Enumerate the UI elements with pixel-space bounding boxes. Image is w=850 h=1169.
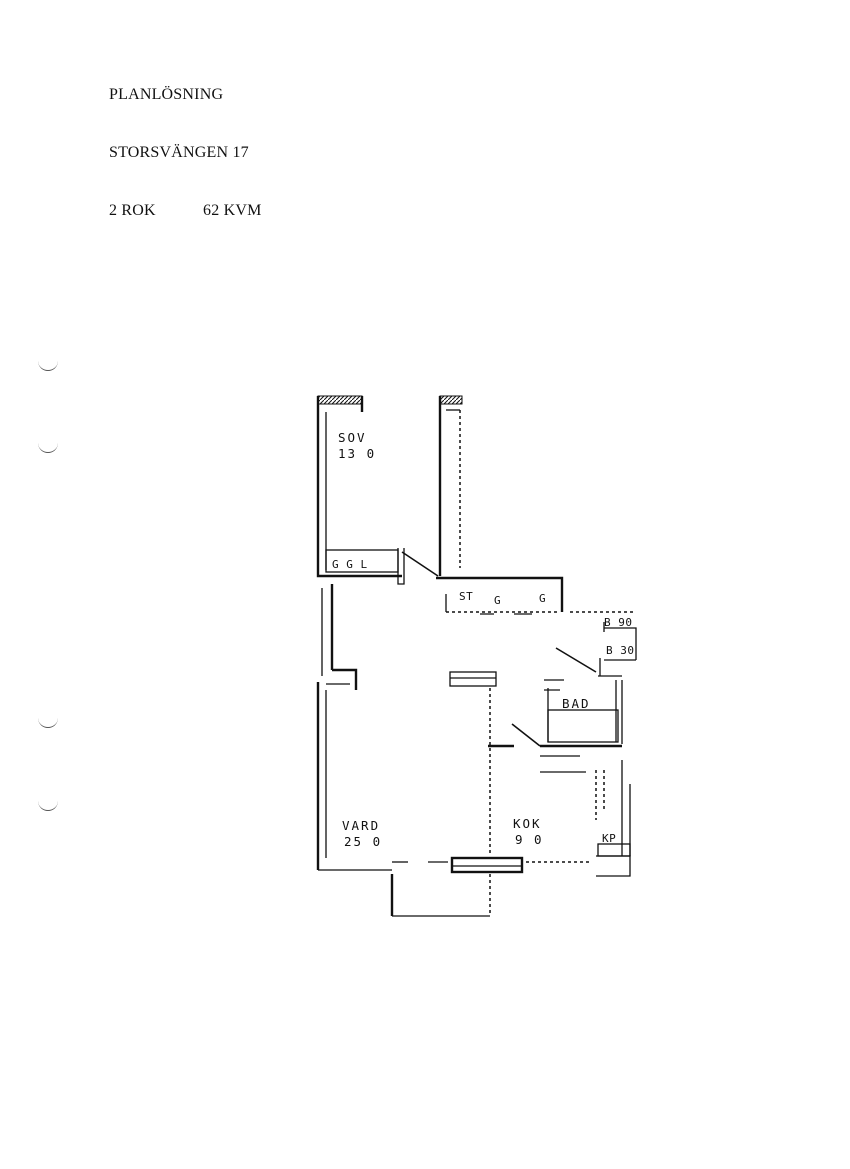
document-title: PLANLÖSNING <box>109 86 224 103</box>
living-room-walls <box>316 584 392 871</box>
wall-hatch <box>439 395 463 405</box>
floor-area: 62 KVM <box>203 202 262 219</box>
punch-hole-mark <box>38 440 58 453</box>
kitchen-partition <box>449 671 514 856</box>
bathroom-walls <box>540 658 623 748</box>
storage-label-ggl: G G L <box>332 558 368 571</box>
balcony-label-b30: B 30 <box>606 644 635 657</box>
balcony-lines <box>570 611 637 661</box>
room-count: 2 ROK <box>109 202 156 219</box>
bathroom-door <box>555 647 597 673</box>
balcony-label-b90: B 90 <box>604 616 633 629</box>
kitchen-fixtures <box>540 755 631 877</box>
kitchen-door <box>511 723 541 747</box>
lower-balcony <box>390 874 491 917</box>
room-area-living: 25 0 <box>344 834 382 849</box>
punch-hole-mark <box>38 715 58 728</box>
room-label-kitchen: KOK <box>513 816 542 831</box>
storage-label-st: ST <box>459 590 473 603</box>
exterior-wall-bottom <box>392 856 590 874</box>
property-address: STORSVÄNGEN 17 <box>109 144 249 161</box>
apartment-size: 2 ROK 62 KVM <box>109 202 261 220</box>
hall-storage <box>436 576 564 615</box>
room-label-bathroom: BAD <box>562 696 591 711</box>
punch-hole-mark <box>38 358 58 371</box>
wall-hatch <box>317 395 363 405</box>
room-area-bedroom: 13 0 <box>338 446 376 461</box>
bedroom-door <box>401 551 439 577</box>
room-label-living: VARD <box>342 818 380 833</box>
room-label-bedroom: SOV <box>338 430 367 445</box>
storage-label-g1: G <box>494 594 501 607</box>
bedroom-walls <box>316 396 461 578</box>
storage-label-g2: G <box>539 592 546 605</box>
room-area-kitchen: 9 0 <box>515 832 544 847</box>
punch-hole-mark <box>38 798 58 811</box>
closet-label-kp: KP <box>602 832 616 845</box>
wardrobe-strip <box>325 548 405 585</box>
